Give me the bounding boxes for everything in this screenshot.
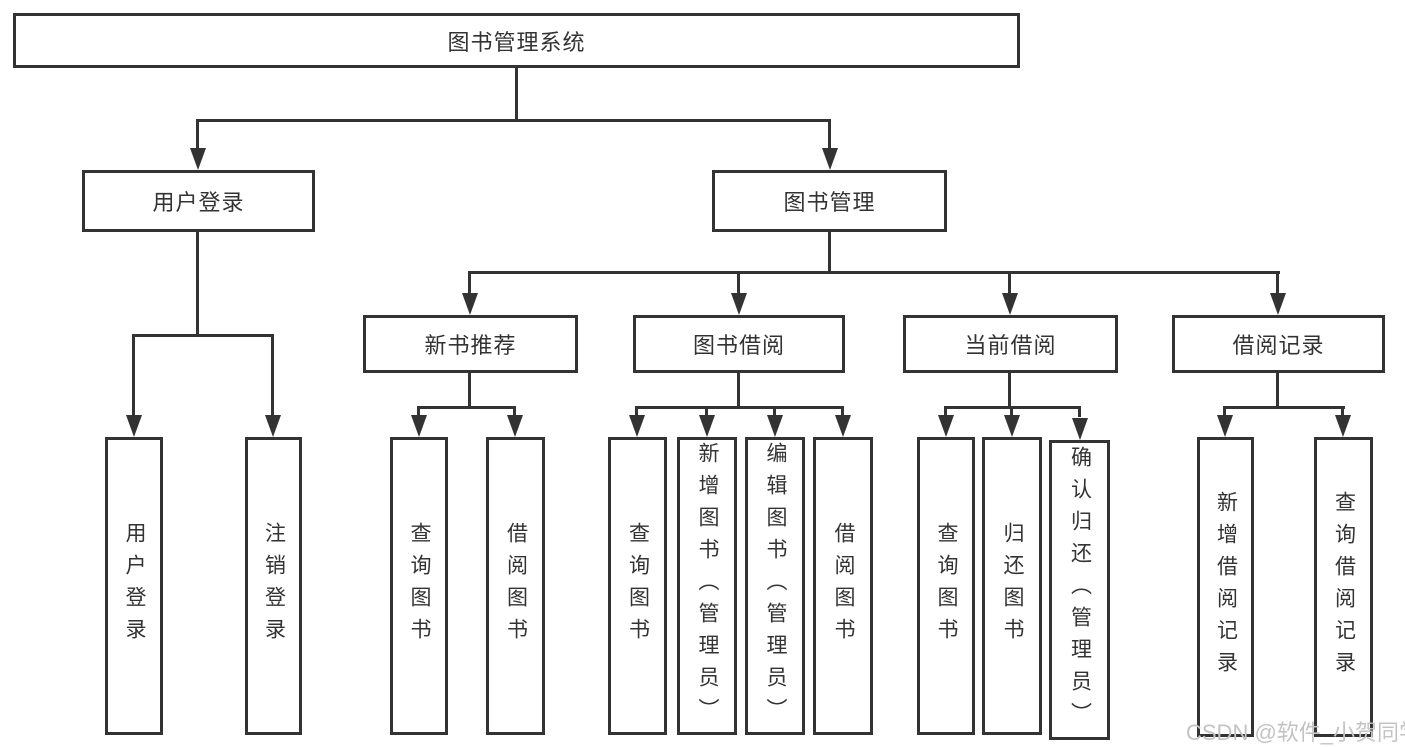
connector-drop-query-book-3 <box>944 406 947 417</box>
leaf-logout: 注销登录 <box>245 437 302 735</box>
arrowhead-query-book-1 <box>411 415 427 437</box>
csdn-watermark: CSDN @软件_小贺同学 <box>1186 720 1405 745</box>
arrowhead-add-record <box>1217 415 1233 437</box>
leaf-query-borrow-record-label: 查询借阅记录 <box>1332 491 1356 683</box>
leaf-borrow-book-1: 借阅图书 <box>486 437 545 735</box>
connector-drop-book-borrow <box>737 271 740 296</box>
arrowhead-edit-book <box>767 415 783 437</box>
connector-book-management-feeder <box>828 232 831 274</box>
arrowhead-leaf-logout <box>265 415 281 437</box>
arrowhead-add-book <box>699 415 715 437</box>
connector-drop-current-borrow <box>1008 271 1011 296</box>
leaf-query-borrow-record: 查询借阅记录 <box>1314 437 1373 737</box>
connector-current-borrow-feeder <box>1008 373 1011 409</box>
connector-drop-query-record <box>1341 406 1344 417</box>
leaf-borrow-book-1-label: 借阅图书 <box>504 522 528 650</box>
node-borrow-record: 借阅记录 <box>1172 315 1385 373</box>
connector-drop-borrow-record <box>1276 271 1279 296</box>
connector-drop-add-record <box>1223 406 1226 417</box>
leaf-confirm-return-admin: 确认归还（管理员） <box>1049 440 1110 740</box>
leaf-confirm-return-admin-label: 确认归还（管理员） <box>1068 446 1092 734</box>
leaf-user-login-label: 用户登录 <box>123 522 146 650</box>
connector-new-book-feeder <box>468 373 471 409</box>
node-new-book-recommend-label: 新书推荐 <box>424 333 517 358</box>
node-current-borrow: 当前借阅 <box>903 315 1118 373</box>
leaf-return-book: 归还图书 <box>982 437 1042 735</box>
node-current-borrow-label: 当前借阅 <box>964 333 1057 358</box>
connector-drop-edit-book <box>773 406 776 417</box>
leaf-query-book-3: 查询图书 <box>917 437 975 735</box>
node-book-borrow: 图书借阅 <box>633 315 845 373</box>
arrowhead-current-borrow <box>1002 293 1018 315</box>
connector-book-borrow-feeder <box>737 373 740 409</box>
connector-drop-query-book-2 <box>635 406 638 417</box>
connector-drop-add-book <box>705 406 708 417</box>
leaf-borrow-book-2: 借阅图书 <box>813 437 873 735</box>
arrowhead-confirm-return <box>1072 418 1088 440</box>
connector-drop-borrow-book-1 <box>513 406 516 417</box>
connector-user-login-rail <box>132 334 274 337</box>
connector-drop-user-login <box>196 119 199 150</box>
connector-root-feeder <box>515 68 518 121</box>
arrowhead-borrow-book-1 <box>507 415 523 437</box>
node-new-book-recommend: 新书推荐 <box>363 315 578 373</box>
leaf-edit-book-admin-label: 编辑图书（管理员） <box>764 442 787 730</box>
connector-borrow-record-feeder <box>1276 373 1279 409</box>
connector-drop-leaf-logout <box>271 334 274 417</box>
leaf-add-book-admin: 新增图书（管理员） <box>677 437 737 735</box>
node-user-login-label: 用户登录 <box>152 190 245 215</box>
leaf-user-login: 用户登录 <box>105 437 163 735</box>
connector-drop-book-management <box>828 119 831 150</box>
connector-book-borrow-rail <box>635 406 844 409</box>
arrowhead-query-record <box>1335 415 1351 437</box>
leaf-query-book-1-label: 查询图书 <box>408 522 431 650</box>
leaf-query-book-2-label: 查询图书 <box>626 522 650 650</box>
leaf-add-borrow-record-label: 新增借阅记录 <box>1214 491 1238 683</box>
connector-new-book-rail <box>417 406 516 409</box>
leaf-logout-label: 注销登录 <box>262 522 286 650</box>
connector-drop-return-book <box>1010 406 1013 417</box>
arrowhead-new-book-recommend <box>462 293 478 315</box>
connector-level2-rail <box>468 271 1280 274</box>
leaf-add-book-admin-label: 新增图书（管理员） <box>696 442 719 730</box>
arrowhead-query-book-3 <box>938 415 954 437</box>
node-borrow-record-label: 借阅记录 <box>1232 333 1325 358</box>
leaf-add-borrow-record: 新增借阅记录 <box>1197 437 1254 737</box>
arrowhead-borrow-record <box>1270 293 1286 315</box>
arrowhead-leaf-user-login <box>126 415 142 437</box>
leaf-edit-book-admin: 编辑图书（管理员） <box>745 437 805 735</box>
leaf-query-book-2: 查询图书 <box>608 437 667 735</box>
arrowhead-user-login <box>190 148 206 170</box>
connector-drop-query-book-1 <box>417 406 420 417</box>
leaf-return-book-label: 归还图书 <box>1001 522 1024 650</box>
connector-drop-leaf-user-login <box>132 334 135 417</box>
node-book-management-label: 图书管理 <box>783 190 876 215</box>
leaf-query-book-1: 查询图书 <box>390 437 448 735</box>
connector-borrow-record-rail <box>1223 406 1345 409</box>
connector-root-rail <box>196 119 831 122</box>
connector-drop-confirm-return <box>1078 406 1081 417</box>
arrowhead-return-book <box>1004 415 1020 437</box>
node-user-login: 用户登录 <box>82 170 315 232</box>
arrowhead-book-management <box>822 148 838 170</box>
leaf-query-book-3-label: 查询图书 <box>935 522 958 650</box>
node-book-management: 图书管理 <box>712 170 947 232</box>
arrowhead-book-borrow <box>731 293 747 315</box>
connector-drop-new-book-recommend <box>468 271 471 296</box>
node-book-borrow-label: 图书借阅 <box>692 333 785 358</box>
connector-user-login-feeder <box>196 232 199 337</box>
node-root-label: 图书管理系统 <box>447 29 586 55</box>
node-root: 图书管理系统 <box>13 13 1020 68</box>
connector-drop-borrow-book-2 <box>841 406 844 417</box>
arrowhead-query-book-2 <box>629 415 645 437</box>
arrowhead-borrow-book-2 <box>835 415 851 437</box>
leaf-borrow-book-2-label: 借阅图书 <box>832 522 855 650</box>
